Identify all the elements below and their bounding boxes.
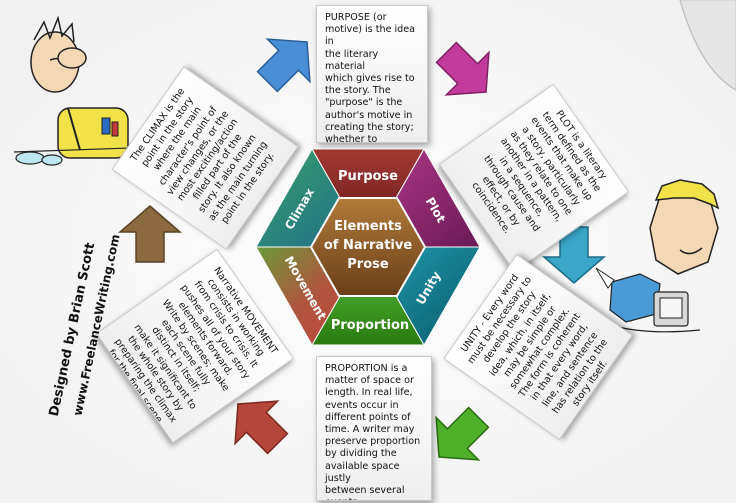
center-title-line-2: of Narrative bbox=[324, 238, 413, 253]
card-proportion: PROPORTION is a matter of space or lengt… bbox=[316, 356, 432, 501]
label-proportion: Proportion bbox=[331, 318, 409, 333]
arrow-magenta-icon bbox=[435, 41, 490, 96]
arrow-blue-icon bbox=[256, 38, 311, 93]
card-purpose: PURPOSE (or motive) is the idea in the l… bbox=[316, 5, 428, 143]
happy-writer-illustration bbox=[595, 179, 720, 333]
hexagon-diagram bbox=[255, 147, 481, 347]
arrow-brown-icon bbox=[117, 205, 183, 263]
center-title-line-3: Prose bbox=[347, 257, 389, 272]
center-hexagon bbox=[309, 197, 427, 297]
center-title-line-1: Elements bbox=[334, 219, 402, 234]
frustrated-writer-illustration bbox=[13, 15, 131, 166]
arrow-red-icon bbox=[234, 400, 289, 455]
label-purpose: Purpose bbox=[338, 169, 398, 184]
arrow-green-icon bbox=[435, 406, 490, 461]
page-curl-edge bbox=[679, 0, 736, 91]
